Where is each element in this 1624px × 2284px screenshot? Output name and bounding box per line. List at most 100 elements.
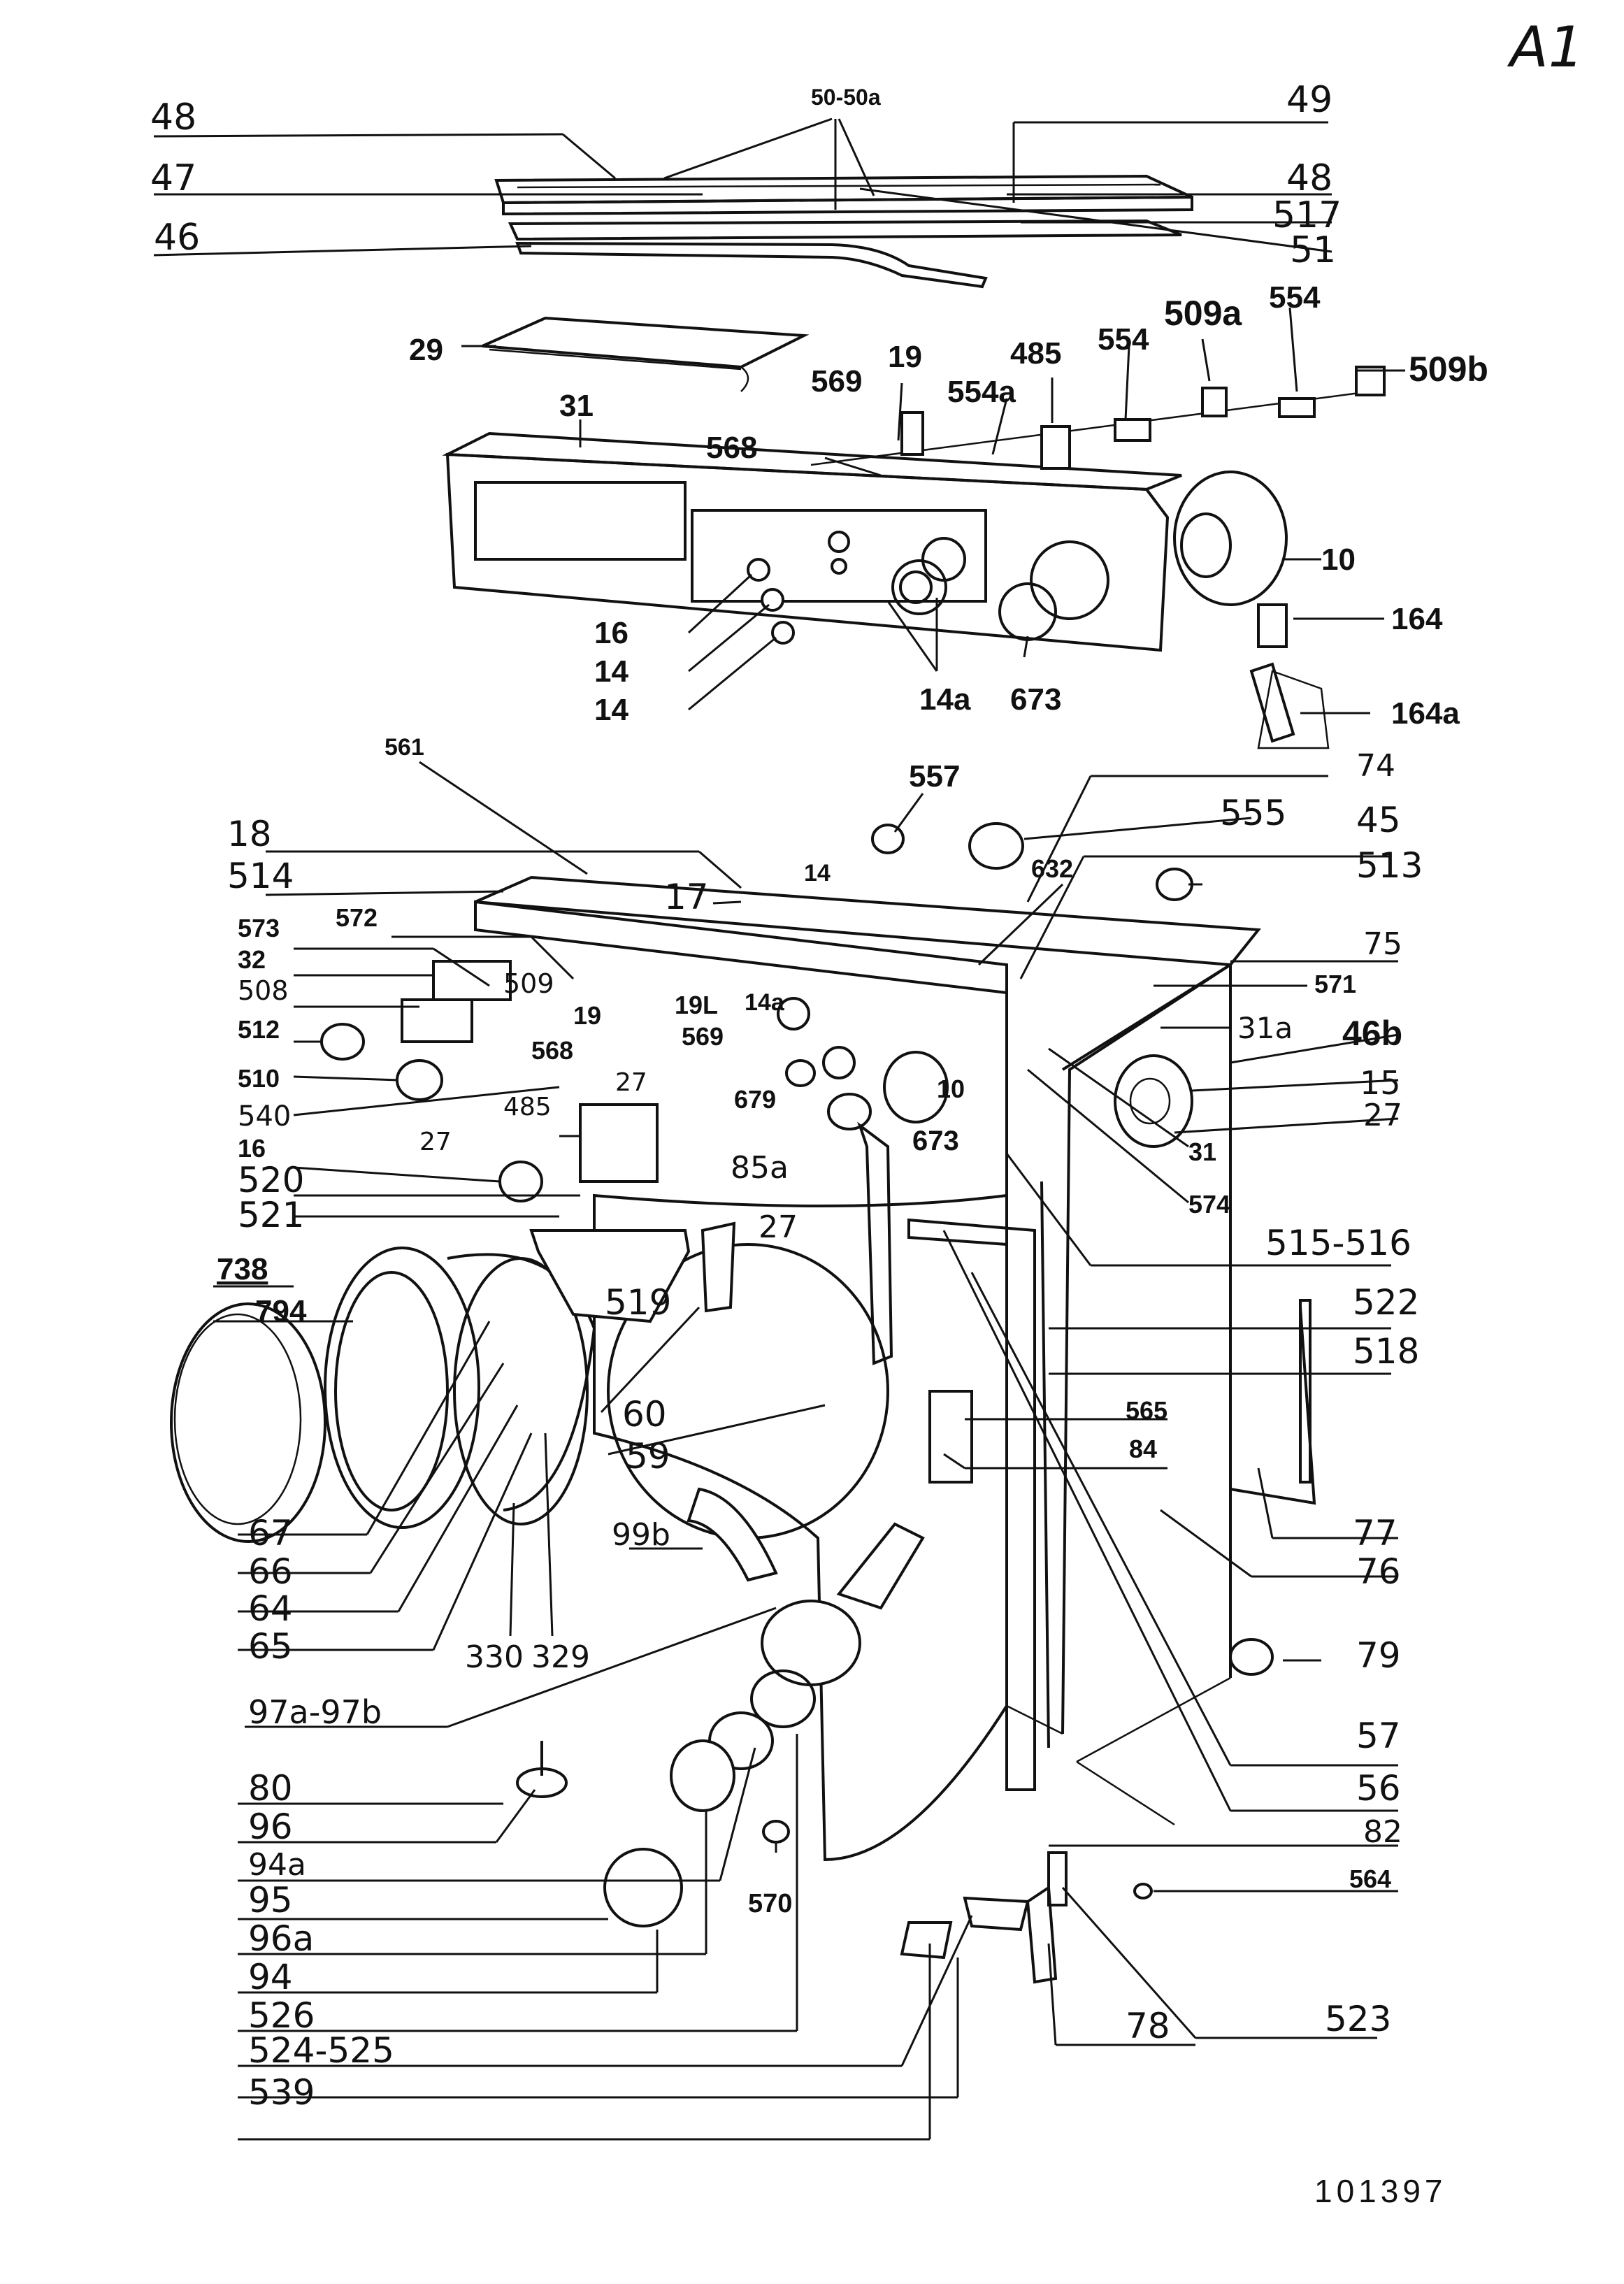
callout-510: 510: [238, 1064, 280, 1093]
callout-554a: 554a: [947, 375, 1016, 409]
leader-lines: [153, 117, 1405, 2141]
footer-code: 101397: [1314, 2173, 1447, 2209]
callout-19b: 19: [573, 1001, 601, 1030]
callout-519: 519: [605, 1282, 671, 1323]
callout-27b: 27: [1363, 1098, 1402, 1133]
callout-31b: 31: [1188, 1137, 1216, 1166]
callout-29: 29: [409, 333, 443, 367]
callout-14: 14: [594, 654, 628, 689]
callout-96: 96: [248, 1807, 293, 1847]
callout-673: 673: [1010, 682, 1061, 717]
callout-27a: 27: [615, 1068, 647, 1097]
callout-554b: 554: [1269, 280, 1321, 315]
callout-10b: 10: [937, 1075, 965, 1103]
callout-94: 94: [248, 1957, 293, 1997]
cabinet-drawing: [474, 875, 1316, 1862]
callout-16: 16: [594, 616, 628, 650]
callout-99b: 99b: [612, 1517, 670, 1553]
callout-labels: 48 47 46 50-50a 49 48 517 51 29 31 569 1…: [150, 79, 1488, 2113]
callout-75: 75: [1363, 926, 1402, 962]
callout-45: 45: [1356, 800, 1401, 840]
callout-77: 77: [1353, 1513, 1397, 1553]
callout-79: 79: [1356, 1635, 1401, 1676]
callout-518: 518: [1353, 1331, 1419, 1372]
callout-57: 57: [1356, 1716, 1401, 1756]
callout-523: 523: [1325, 1999, 1391, 2039]
callout-515: 515-516: [1265, 1223, 1411, 1263]
callout-513: 513: [1356, 845, 1423, 886]
callout-565: 565: [1126, 1396, 1167, 1425]
callout-50: 50-50a: [811, 85, 881, 110]
callout-568: 568: [706, 431, 757, 465]
callout-14c: 14: [804, 860, 831, 886]
callout-509: 509: [503, 968, 554, 999]
callout-80: 80: [248, 1768, 293, 1809]
callout-569b: 569: [682, 1022, 724, 1051]
callout-78: 78: [1126, 2006, 1170, 2046]
callout-84: 84: [1129, 1435, 1157, 1463]
top-cover-drawing: [482, 174, 1193, 392]
callout-47: 47: [150, 157, 196, 199]
callout-540: 540: [238, 1100, 291, 1133]
callout-18: 18: [227, 814, 272, 854]
callout-569: 569: [811, 364, 862, 398]
callout-164a: 164a: [1391, 696, 1460, 731]
callout-94a: 94a: [248, 1847, 306, 1883]
callout-19: 19: [888, 340, 922, 374]
callout-526: 526: [248, 1995, 315, 2036]
callout-17: 17: [664, 877, 709, 917]
callout-564: 564: [1349, 1865, 1391, 1893]
callout-15: 15: [1360, 1064, 1401, 1102]
corner-code: A1: [1507, 15, 1584, 80]
callout-517: 517: [1272, 194, 1342, 236]
callout-14b: 14: [594, 693, 628, 727]
callout-485b: 485: [503, 1093, 552, 1121]
callout-330: 330: [465, 1639, 524, 1675]
callout-555: 555: [1220, 793, 1286, 833]
callout-46: 46: [154, 217, 200, 259]
callout-164: 164: [1391, 602, 1443, 636]
callout-794: 794: [255, 1294, 307, 1328]
callout-509a: 509a: [1164, 294, 1242, 333]
callout-554: 554: [1098, 322, 1149, 357]
callout-14a: 14a: [919, 682, 971, 717]
callout-48: 48: [150, 96, 196, 138]
callout-64: 64: [248, 1588, 293, 1629]
callout-85a: 85a: [731, 1150, 789, 1186]
callout-49: 49: [1286, 79, 1332, 121]
callout-561: 561: [385, 734, 424, 761]
callout-16b: 16: [238, 1134, 266, 1163]
callout-632: 632: [1031, 854, 1073, 883]
callout-51: 51: [1290, 229, 1336, 271]
callout-19L: 19L: [675, 991, 718, 1019]
callout-27d: 27: [759, 1209, 798, 1245]
callout-574: 574: [1188, 1190, 1230, 1219]
callout-570: 570: [748, 1889, 792, 1918]
callout-514: 514: [227, 856, 294, 896]
callout-738: 738: [217, 1252, 268, 1286]
callout-521: 521: [238, 1195, 304, 1235]
callout-10: 10: [1321, 543, 1356, 577]
callout-679: 679: [734, 1085, 776, 1114]
callout-524: 524-525: [248, 2030, 394, 2071]
callout-27c: 27: [419, 1128, 452, 1156]
callout-31: 31: [559, 389, 594, 423]
callout-508: 508: [238, 975, 289, 1006]
callout-572: 572: [336, 903, 378, 932]
callout-56: 56: [1356, 1768, 1401, 1809]
callout-520: 520: [238, 1160, 304, 1200]
callout-66: 66: [248, 1551, 293, 1592]
callout-59: 59: [626, 1436, 670, 1477]
control-panel-drawing: [442, 366, 1386, 749]
callout-74: 74: [1356, 748, 1395, 784]
callout-509b: 509b: [1409, 350, 1488, 389]
callout-485: 485: [1010, 336, 1061, 371]
callout-14ab: 14a: [745, 989, 785, 1016]
callout-82: 82: [1363, 1814, 1402, 1850]
door-drawing: [170, 1247, 596, 1543]
callout-522: 522: [1353, 1282, 1419, 1323]
callout-95: 95: [248, 1880, 293, 1920]
callout-96a: 96a: [248, 1918, 314, 1959]
callout-571: 571: [1314, 970, 1356, 998]
